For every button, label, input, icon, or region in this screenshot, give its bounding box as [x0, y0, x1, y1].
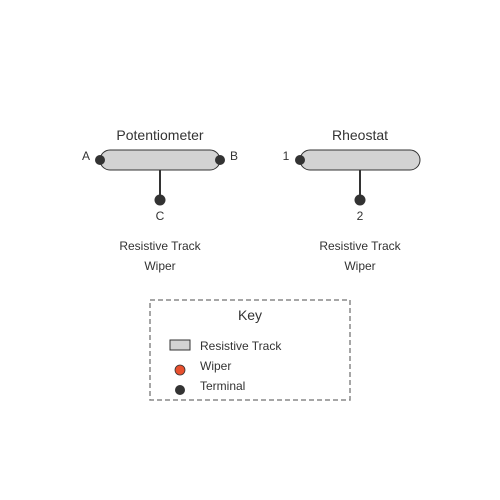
rheostat-resistive-track [299, 149, 421, 171]
potentiometer-terminal-a [95, 155, 105, 165]
potentiometer-label-b: B [230, 149, 238, 163]
rheostat-label-1: 1 [283, 149, 290, 163]
key-track-swatch [169, 339, 191, 351]
potentiometer-group: Potentiometer A B C Resistive Track Wipe… [82, 127, 238, 273]
potentiometer-caption-track: Resistive Track [119, 239, 201, 253]
potentiometer-label-a: A [82, 149, 90, 163]
rheostat-caption-wiper: Wiper [344, 259, 375, 273]
key-item-track-label: Resistive Track [200, 339, 282, 353]
potentiometer-caption-wiper: Wiper [144, 259, 175, 273]
key-legend: Key Resistive Track Wiper Terminal [149, 299, 351, 401]
key-wiper-swatch [174, 364, 186, 376]
rheostat-label-2: 2 [357, 209, 364, 223]
key-item-wiper-label: Wiper [200, 359, 231, 373]
rheostat-group: Rheostat 1 2 Resistive Track Wiper [283, 127, 421, 273]
potentiometer-label-c: C [156, 209, 165, 223]
potentiometer-title: Potentiometer [116, 127, 203, 143]
key-border [149, 299, 351, 401]
rheostat-terminal-2 [354, 194, 366, 206]
key-item-terminal-label: Terminal [200, 379, 245, 393]
rheostat-terminal-1 [295, 155, 305, 165]
potentiometer-terminal-c [154, 194, 166, 206]
potentiometer-terminal-b [215, 155, 225, 165]
rheostat-caption-track: Resistive Track [319, 239, 401, 253]
key-terminal-swatch [175, 385, 185, 395]
key-title: Key [238, 307, 262, 323]
potentiometer-resistive-track [99, 149, 221, 171]
rheostat-title: Rheostat [332, 127, 388, 143]
